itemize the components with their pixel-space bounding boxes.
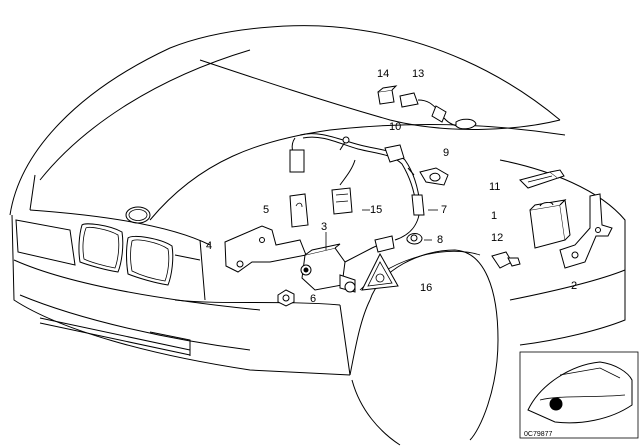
part-5-clip — [289, 193, 309, 228]
callout-10: 10 — [389, 121, 401, 133]
callout-8: 8 — [437, 234, 443, 246]
callout-6: 6 — [310, 293, 316, 305]
callout-1: 1 — [491, 210, 497, 222]
part-9-bracket — [419, 167, 449, 186]
callout-2: 2 — [571, 280, 577, 292]
part-2-bracket — [559, 193, 613, 269]
part-12-sensor — [491, 251, 521, 269]
part-6-nut — [277, 289, 295, 307]
diagram-code: 0C79877 — [524, 431, 553, 438]
leader-lines — [325, 209, 438, 250]
callout-5: 5 — [263, 204, 269, 216]
callout-7: 7 — [441, 204, 447, 216]
callout-9: 9 — [443, 147, 449, 159]
callout-16: 16 — [420, 282, 432, 294]
part-3-unit — [300, 235, 395, 293]
part-11-plug — [519, 169, 565, 189]
car-body-outline — [9, 25, 626, 376]
callout-13: 13 — [412, 68, 424, 80]
highlight-marker-icon — [549, 397, 563, 411]
wiring-harness — [289, 133, 425, 241]
part-4-bracket — [224, 225, 307, 273]
callout-3: 3 — [321, 221, 327, 233]
callout-11: 11 — [489, 181, 500, 193]
part-13-sensor — [399, 92, 477, 130]
callout-15: 15 — [370, 204, 382, 216]
callout-12: 12 — [491, 232, 503, 244]
inset-thumbnail: 0C79877 — [519, 351, 639, 439]
callout-14: 14 — [377, 68, 389, 80]
part-1-control-unit — [529, 198, 571, 249]
part-16-warning-label — [361, 252, 399, 291]
part-14-relay — [377, 85, 398, 105]
callout-4: 4 — [206, 240, 212, 252]
kidney-grille — [78, 206, 174, 286]
part-8-grommet — [406, 233, 423, 245]
callout-numbers: 14 13 10 9 11 1 12 2 5 15 7 3 8 4 6 16 — [206, 68, 577, 305]
